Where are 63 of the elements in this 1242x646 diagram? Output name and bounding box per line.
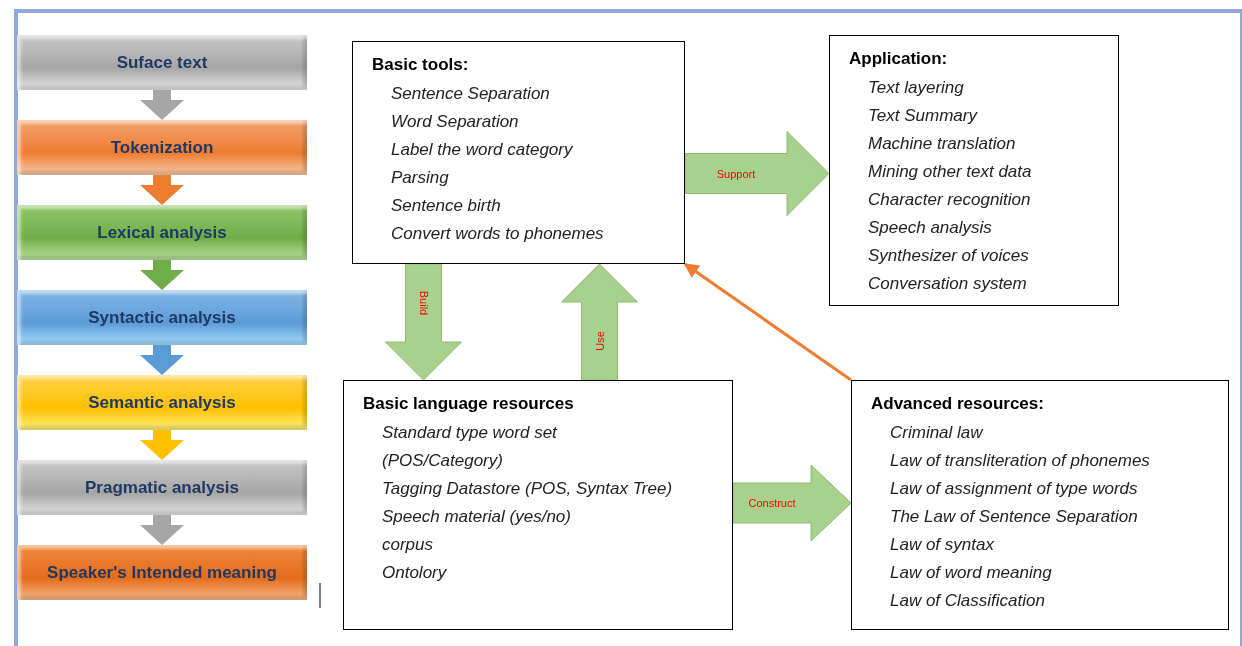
edge-label: Use bbox=[592, 331, 607, 351]
block-arrow bbox=[561, 263, 638, 381]
box-heading: Advanced resources: bbox=[871, 393, 1044, 415]
list-item: Law of syntax bbox=[890, 534, 994, 556]
list-item: Label the word category bbox=[391, 139, 573, 161]
list-item: The Law of Sentence Separation bbox=[890, 506, 1138, 528]
step-label: Speaker's Intended meaning bbox=[47, 561, 277, 584]
list-item: Sentence birth bbox=[391, 195, 501, 217]
text-box bbox=[829, 35, 1119, 306]
block-arrow bbox=[140, 260, 184, 290]
list-item: Character recognition bbox=[868, 189, 1031, 211]
step-label: Lexical analysis bbox=[97, 221, 227, 244]
list-item: Tagging Datastore (POS, Syntax Tree) bbox=[382, 478, 673, 500]
list-item: Criminal law bbox=[890, 422, 983, 444]
process-box bbox=[17, 205, 307, 260]
block-arrow bbox=[140, 90, 184, 120]
text-box bbox=[352, 41, 685, 264]
list-item: Sentence Separation bbox=[391, 83, 550, 105]
list-item: Mining other text data bbox=[868, 161, 1032, 183]
list-item: Text Summary bbox=[868, 105, 977, 127]
block-arrow bbox=[732, 464, 852, 542]
block-arrow bbox=[684, 131, 830, 216]
block-arrow bbox=[140, 430, 184, 460]
list-item: Parsing bbox=[391, 167, 449, 189]
list-item: Ontolory bbox=[382, 562, 447, 584]
edge-label: Support bbox=[716, 166, 756, 182]
step-label: Pragmatic analysis bbox=[85, 476, 239, 499]
process-box bbox=[17, 290, 307, 345]
list-item: Law of assignment of type words bbox=[890, 478, 1138, 500]
text-box bbox=[343, 380, 733, 630]
box-heading: Application: bbox=[849, 48, 948, 70]
edge-label: Construct bbox=[748, 495, 796, 511]
list-item: Machine translation bbox=[868, 133, 1016, 155]
list-item: Speech analysis bbox=[868, 217, 992, 239]
list-item: Word Separation bbox=[391, 111, 519, 133]
block-arrow bbox=[140, 515, 184, 545]
text-box bbox=[851, 380, 1229, 630]
list-item: Synthesizer of voices bbox=[868, 245, 1029, 267]
block-arrow bbox=[140, 345, 184, 375]
list-item: Standard type word set (POS/Category) bbox=[382, 422, 559, 472]
edge-label: Build bbox=[416, 290, 431, 316]
block-arrow bbox=[385, 263, 462, 381]
process-box bbox=[17, 35, 307, 90]
list-item: Law of Classification bbox=[890, 590, 1045, 612]
list-item: corpus bbox=[382, 534, 434, 556]
step-label: Tokenization bbox=[110, 136, 214, 159]
block-arrow bbox=[140, 175, 184, 205]
list-item: Convert words to phonemes bbox=[391, 223, 604, 245]
step-label: Syntactic analysis bbox=[88, 306, 236, 329]
process-box bbox=[17, 375, 307, 430]
list-item: Law of transliteration of phonemes bbox=[890, 450, 1150, 472]
box-heading: Basic language resources bbox=[363, 393, 574, 415]
arrow bbox=[683, 262, 852, 382]
list-item: Law of word meaning bbox=[890, 562, 1052, 584]
process-box bbox=[17, 460, 307, 515]
process-box bbox=[17, 545, 307, 600]
step-label: Semantic analysis bbox=[88, 391, 236, 414]
list-item: Text layering bbox=[868, 77, 964, 99]
process-box bbox=[17, 120, 307, 175]
list-item: Conversation system bbox=[868, 273, 1027, 295]
step-label: Suface text bbox=[116, 51, 208, 74]
box-heading: Basic tools: bbox=[372, 54, 469, 76]
list-item: Speech material (yes/no) bbox=[382, 506, 571, 528]
